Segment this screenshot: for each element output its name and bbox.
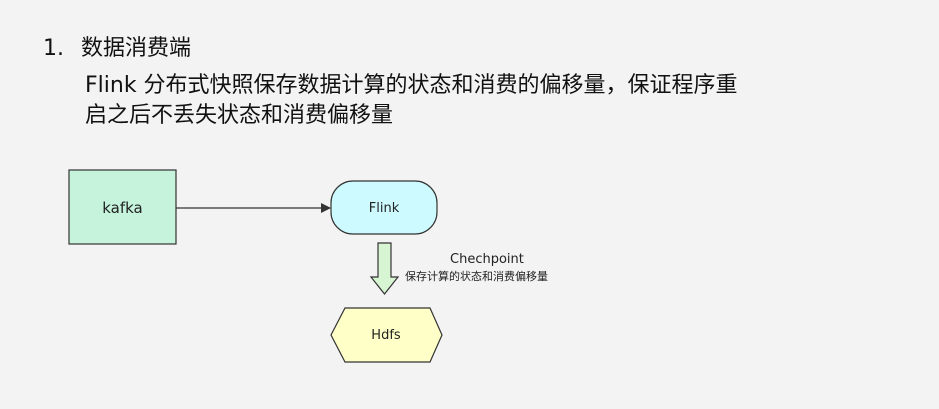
hdfs-node-label: Hdfs	[371, 328, 401, 343]
heading-title: 数据消费端	[81, 36, 192, 61]
kafka-node	[68, 169, 177, 245]
checkpoint-annotation-subtitle: 保存计算的状态和消费偏移量	[405, 270, 548, 283]
flink-node-label: Flink	[369, 201, 400, 216]
heading-number: 1.	[43, 36, 64, 61]
hdfs-node	[330, 307, 443, 363]
checkpoint-annotation-title: Chechpoint	[450, 252, 524, 267]
description-line-1: Flink 分布式快照保存数据计算的状态和消费的偏移量，保证程序重	[85, 73, 738, 98]
checkpoint-down-arrow	[369, 242, 400, 295]
flink-node	[330, 180, 438, 235]
kafka-node-label: kafka	[102, 199, 143, 217]
description-line-2: 启之后不丢失状态和消费偏移量	[85, 103, 394, 128]
